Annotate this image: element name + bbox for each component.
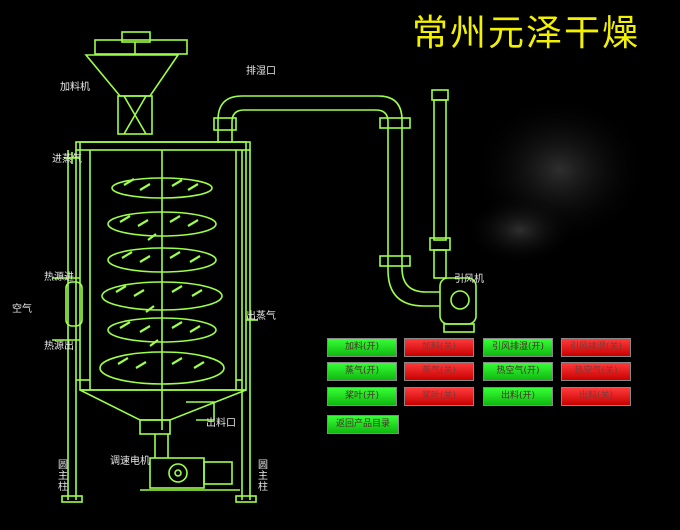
label-motor: 调速电机: [110, 456, 150, 467]
steam-on-button[interactable]: 蒸气(开): [327, 362, 397, 381]
induced-fan: [429, 89, 477, 333]
label-exhaust-port: 排湿口: [246, 66, 276, 77]
exhaust-duct: [213, 95, 440, 307]
return-catalog-button[interactable]: 返回产品目录: [327, 415, 399, 434]
label-feeder: 加料机: [60, 82, 90, 93]
paddle-on-button[interactable]: 桨叶(开): [327, 387, 397, 406]
label-air: 空气: [12, 304, 32, 315]
steam-off-button[interactable]: 蒸气(关): [404, 362, 474, 381]
discharge-on-button[interactable]: 出料(开): [483, 387, 553, 406]
paddle-blades: [115, 178, 205, 369]
feed-off-button[interactable]: 加料(关): [404, 338, 474, 357]
feed-on-button[interactable]: 加料(开): [327, 338, 397, 357]
drying-trays: [99, 177, 225, 385]
discharge-off-button[interactable]: 出料(关): [561, 387, 631, 406]
speed-motor: [140, 434, 240, 491]
paddle-off-button[interactable]: 桨叶(关): [404, 387, 474, 406]
label-heat-out: 热源出: [44, 341, 74, 352]
label-fan: 引风机: [454, 274, 484, 285]
hot-air-off-button[interactable]: 热空气(关): [561, 362, 631, 381]
label-column-left: 圆主柱: [58, 460, 68, 493]
feeder-hopper: [84, 31, 188, 135]
hot-air-on-button[interactable]: 热空气(开): [483, 362, 553, 381]
exhaust-fan-off-button[interactable]: 引风排湿(关): [561, 338, 631, 357]
label-discharge: 出料口: [206, 418, 236, 429]
exhaust-fan-on-button[interactable]: 引风排湿(开): [483, 338, 553, 357]
label-steam-in: 进蒸气: [52, 154, 82, 165]
label-steam-out: 出蒸气: [246, 311, 276, 322]
page-title: 常州元泽干燥: [412, 13, 641, 54]
label-column-right: 圆主柱: [258, 460, 268, 493]
dryer-vessel: [52, 141, 258, 503]
label-heat-in: 热源进: [44, 272, 74, 283]
